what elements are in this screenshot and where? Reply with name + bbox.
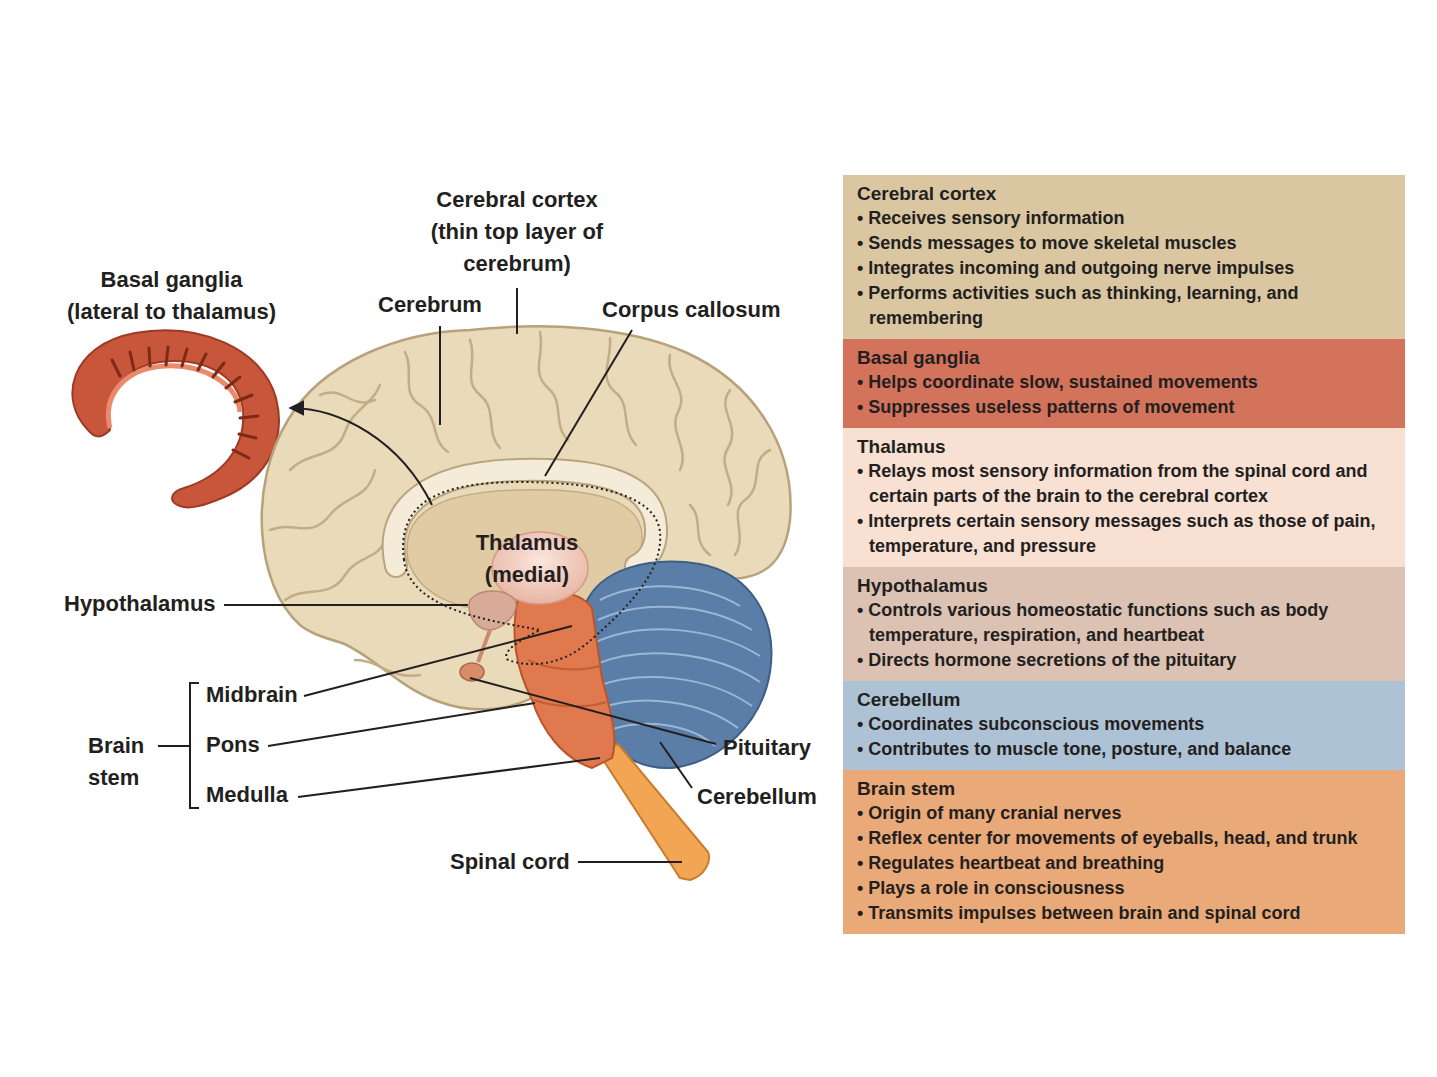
- leader-lines: [158, 288, 716, 862]
- bullet-item: • Integrates incoming and outgoing nerve…: [857, 256, 1391, 281]
- band-heading: Cerebellum: [857, 687, 1391, 712]
- leader-line: [439, 326, 441, 425]
- spinal-cord-shape: [598, 744, 709, 880]
- info-band: Basal ganglia• Helps coordinate slow, su…: [843, 339, 1405, 428]
- bracket: [190, 683, 199, 808]
- bullet-item: • Performs activities such as thinking, …: [857, 281, 1391, 331]
- leader-line: [545, 330, 632, 476]
- bullet-item: • Origin of many cranial nerves: [857, 801, 1391, 826]
- part-label: Midbrain: [206, 679, 298, 711]
- leader-line: [268, 703, 535, 746]
- leader-line: [224, 604, 468, 606]
- band-heading: Cerebral cortex: [857, 181, 1391, 206]
- bullet-item: • Receives sensory information: [857, 206, 1391, 231]
- band-heading: Brain stem: [857, 776, 1391, 801]
- bullet-item: • Directs hormone secretions of the pitu…: [857, 648, 1391, 673]
- part-label: Cerebrum: [378, 289, 482, 321]
- leader-line: [470, 678, 716, 744]
- info-panel: Cerebral cortex• Receives sensory inform…: [843, 175, 1405, 934]
- bullet-item: • Sends messages to move skeletal muscle…: [857, 231, 1391, 256]
- part-label: Spinal cord: [450, 846, 570, 878]
- basal-ganglia-shape: [72, 331, 279, 508]
- part-label: Brain stem: [88, 730, 160, 794]
- band-heading: Basal ganglia: [857, 345, 1391, 370]
- bullet-item: • Plays a role in consciousness: [857, 876, 1391, 901]
- info-band: Brain stem• Origin of many cranial nerve…: [843, 770, 1405, 934]
- bullet-item: • Relays most sensory information from t…: [857, 459, 1391, 509]
- part-label: Basal ganglia (lateral to thalamus): [64, 264, 279, 328]
- brainstem-folds: [528, 660, 606, 706]
- bullet-item: • Regulates heartbeat and breathing: [857, 851, 1391, 876]
- basal-ganglia-highlight: [108, 366, 240, 428]
- part-label: Hypothalamus: [64, 588, 216, 620]
- part-label: Pituitary: [723, 732, 811, 764]
- bullet-item: • Contributes to muscle tone, posture, a…: [857, 737, 1391, 762]
- bullet-item: • Controls various homeostatic functions…: [857, 598, 1391, 648]
- bullet-item: • Coordinates subconscious movements: [857, 712, 1391, 737]
- part-label: Pons: [206, 729, 260, 761]
- part-label: Medulla: [206, 779, 288, 811]
- leader-line: [578, 861, 682, 863]
- bullet-item: • Interprets certain sensory messages su…: [857, 509, 1391, 559]
- part-label: Thalamus (medial): [467, 527, 587, 591]
- cerebellum-folia: [596, 586, 760, 746]
- info-band: Thalamus• Relays most sensory informatio…: [843, 428, 1405, 567]
- info-band: Cerebellum• Coordinates subconscious mov…: [843, 681, 1405, 770]
- band-heading: Hypothalamus: [857, 573, 1391, 598]
- bullet-item: • Helps coordinate slow, sustained movem…: [857, 370, 1391, 395]
- info-band: Hypothalamus• Controls various homeostat…: [843, 567, 1405, 681]
- brainstem-figure: [514, 591, 709, 880]
- part-label: Cerebral cortex (thin top layer of cereb…: [417, 184, 617, 280]
- band-heading: Thalamus: [857, 434, 1391, 459]
- basal-ganglia-arrow: [290, 408, 432, 505]
- leader-line: [304, 626, 572, 696]
- brainstem-shape: [514, 591, 614, 768]
- part-label: Cerebellum: [697, 781, 817, 813]
- bullet-item: • Reflex center for movements of eyeball…: [857, 826, 1391, 851]
- leader-line: [516, 288, 518, 334]
- bullet-item: • Transmits impulses between brain and s…: [857, 901, 1391, 926]
- info-band: Cerebral cortex• Receives sensory inform…: [843, 175, 1405, 339]
- leader-line: [660, 742, 692, 788]
- part-label: Corpus callosum: [602, 294, 780, 326]
- bullet-item: • Suppresses useless patterns of movemen…: [857, 395, 1391, 420]
- basal-ganglia-striations: [112, 347, 258, 458]
- leader-line: [298, 758, 600, 797]
- basal-ganglia-figure: [72, 331, 279, 508]
- bracket-tick: [158, 745, 190, 747]
- pituitary-stalk: [478, 630, 490, 662]
